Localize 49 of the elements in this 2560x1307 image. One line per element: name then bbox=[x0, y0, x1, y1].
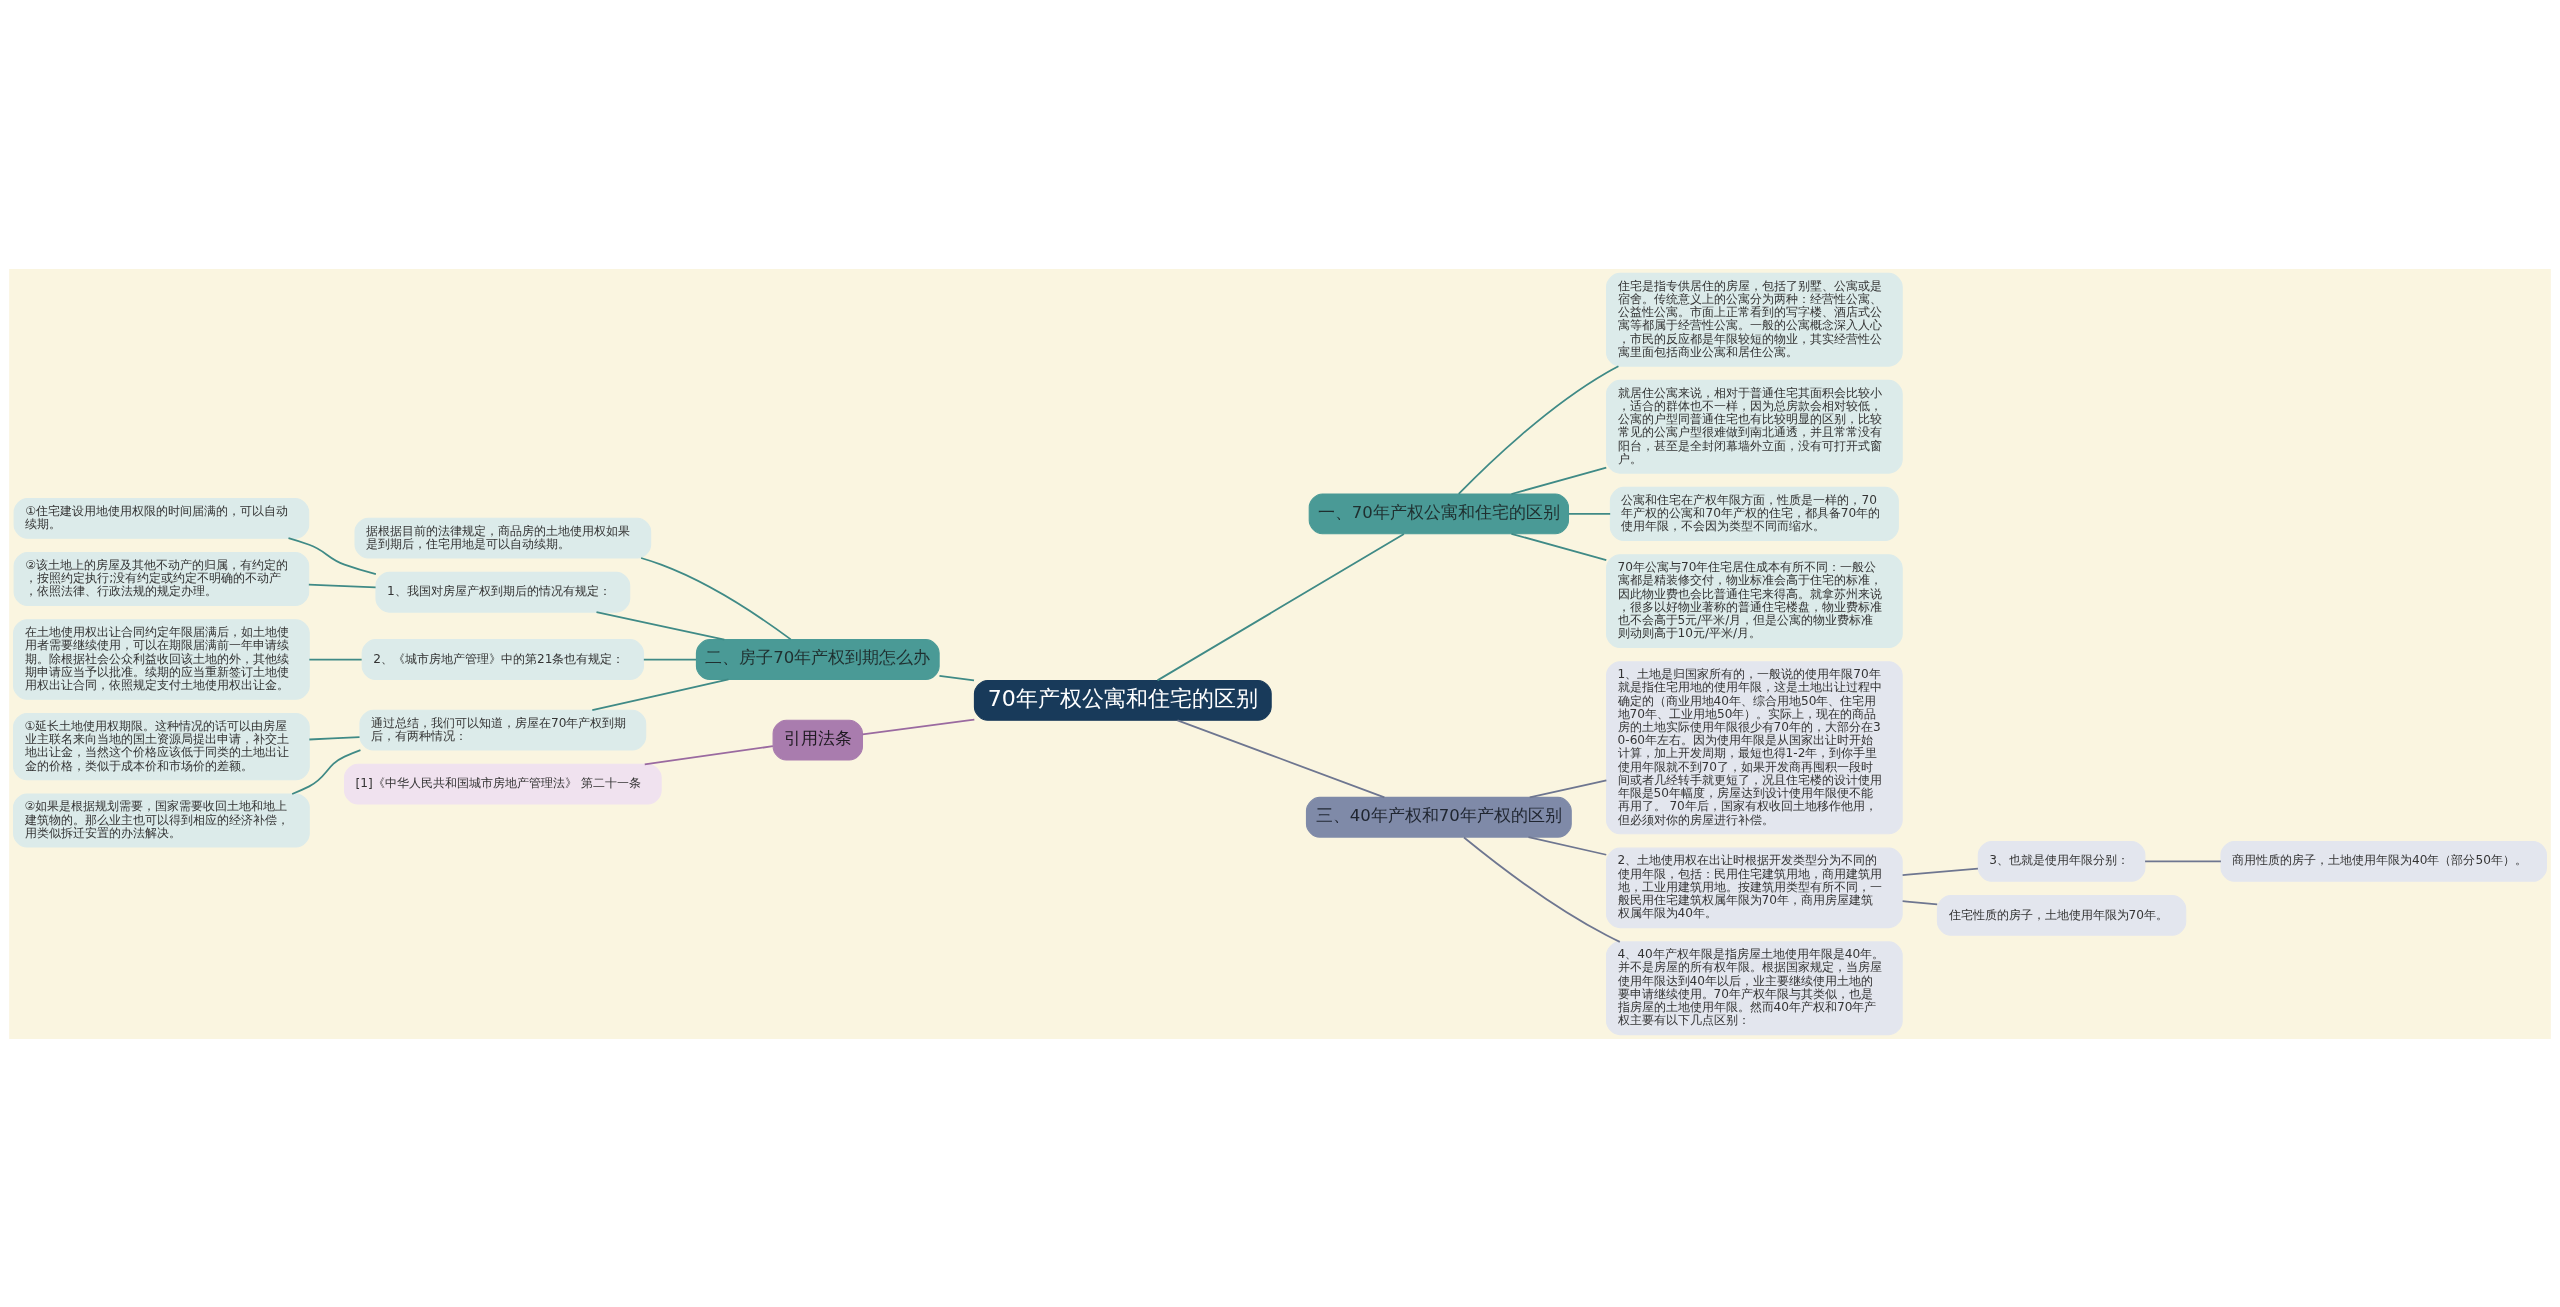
node-box: 三、40年产权和70年产权的区别 bbox=[1305, 796, 1572, 838]
node-box: 引用法条 bbox=[772, 719, 863, 760]
connector bbox=[642, 658, 697, 660]
connector bbox=[1527, 835, 1608, 856]
connector bbox=[1901, 899, 1939, 905]
node-box: 公寓和住宅在产权年限方面，性质是一样的，70年产权的公寓和70年产权的住宅，都具备70年的使用年限，不会因为类型不同而缩水。 bbox=[1609, 486, 1899, 541]
node-box: 就居住公寓来说，相对于普通住宅其面积会比较小，适合的群体也不一样，因为总房款会相对较低，公寓的户型同普通住宅也有比较明显的区别，比较常见的公寓户型很难做到南北通透，并且常常没有阳台，甚至是全封闭幕墙外立面，没有可打开式窗户。 bbox=[1606, 379, 1903, 474]
connector bbox=[938, 674, 975, 681]
connector bbox=[1156, 532, 1405, 681]
node-box: ②该土地上的房屋及其他不动产的归属，有约定的，按照约定执行;没有约定或约定不明确的不动产，依照法律、行政法规的规定办理。 bbox=[13, 551, 310, 606]
connector bbox=[1463, 836, 1621, 943]
node-box: 据根据目前的法律规定，商品房的土地使用权如果是到期后，住宅用地是可以自动续期。 bbox=[354, 517, 652, 559]
node-box: 2、《城市房地产管理》中的第21条也有规定： bbox=[361, 638, 645, 680]
node-box: 住宅性质的房子，土地使用年限为70年。 bbox=[1936, 894, 2187, 936]
connector bbox=[1567, 512, 1612, 515]
node-box: 1、我国对房屋产权到期后的情况有规定： bbox=[375, 571, 631, 613]
node-box: ①住宅建设用地使用权限的时间届满的，可以自动续期。 bbox=[13, 497, 310, 539]
connector bbox=[287, 536, 377, 575]
node-box: [1]《中华人民共和国城市房地产管理法》 第二十一条 bbox=[343, 763, 662, 805]
node-box: 1、土地是归国家所有的，一般说的使用年限70年就是指住宅用地的使用年限，这是土地出让过程中确定的（商业用地40年、综合用地50年、住宅用地70年、工业用地50年）。实际上，现在的商品房的土地实际使用年限很少有70年的，大部分在30-60年左右。因为使用年限是从国家出让时开始计算，加上开发周期，最短也得1-2年，到你手里使用年限就不到70了，如果开发商再囤积一段时间或者几经转手就更短了，况且住宅楼的设计使用年限是50年幅度，房屋达到设计使用年限便不能再用了。 70年后，国家有权收回土地移作他用，但必须对你的房屋进行补偿。 bbox=[1606, 660, 1903, 834]
connector bbox=[2144, 860, 2222, 862]
connector bbox=[291, 748, 362, 795]
node-box: 在土地使用权出让合同约定年限届满后，如土地使用者需要继续使用，可以在期限届满前一年申请续期。除根据社会公众利益收回该土地的外，其他续期申请应当予以批准。续期的应当重新签订土地使用权出让合同，依照规定支付土地使用权出让金。 bbox=[13, 618, 310, 700]
connector bbox=[591, 678, 730, 711]
connector bbox=[1510, 532, 1608, 561]
node-box: 3、也就是使用年限分别： bbox=[1977, 840, 2146, 882]
connector bbox=[1510, 466, 1608, 495]
connector bbox=[307, 583, 377, 588]
connector bbox=[595, 610, 726, 641]
node-box: 一、70年产权公寓和住宅的区别 bbox=[1308, 493, 1569, 534]
node-box: 住宅是指专供居住的房屋，包括了别墅、公寓或是宿舍。传统意义上的公寓分为两种：经营性公寓、公益性公寓。市面上正常看到的写字楼、酒店式公寓等都属于经营性公寓。一般的公寓概念深入人心，市民的反应都是年限较短的物业，其实经营性公寓里面包括商业公寓和居住公寓。 bbox=[1606, 272, 1903, 367]
node-box: 2、土地使用权在出让时根据开发类型分为不同的使用年限，包括：民用住宅建筑用地，商用建筑用地，工业用建筑用地。按建筑用类型有所不同，一般民用住宅建筑权属年限为70年，商用房屋建筑权属年限为40年。 bbox=[1606, 847, 1903, 928]
connector bbox=[640, 556, 792, 640]
node-box: 通过总结，我们可以知道，房屋在70年产权到期后，有两种情况： bbox=[359, 709, 647, 750]
connector bbox=[1457, 364, 1620, 495]
node-box: 商用性质的房子，土地使用年限为40年（部分50年）。 bbox=[2220, 840, 2547, 882]
connector bbox=[308, 735, 361, 740]
connector bbox=[861, 718, 976, 735]
connector bbox=[1901, 867, 1979, 876]
node-box: 4、40年产权年限是指房屋土地使用年限是40年。并不是房屋的所有权年限。根据国家规定，当房屋使用年限达到40年以后，业主要继续使用土地的要申请继续使用。70年产权年限与其类似，也是指房屋的土地使用年限。然而40年产权和70年产权主要有以下几点区别： bbox=[1606, 940, 1903, 1035]
node-box: 70年公寓与70年住宅居住成本有所不同：一般公寓都是精装修交付，物业标准会高于住宅的标准，因此物业费也会比普通住宅来得高。就拿苏州来说，很多以好物业著称的普通住宅楼盘，物业费标准也不会高于5元/平米/月，但是公寓的物业费标准则动则高于10元/平米/月。 bbox=[1606, 553, 1903, 648]
node-box: ①延长土地使用权期限。这种情况的话可以由房屋业主联名来向当地的国土资源局提出申请，补交土地出让金，当然这个价格应该低于同类的土地出让金的价格，类似于成本价和市场价的差额。 bbox=[13, 712, 310, 780]
node-box: ②如果是根据规划需要，国家需要收回土地和地上建筑物的。那么业主也可以得到相应的经济补偿，用类似拆迁安置的办法解决。 bbox=[13, 793, 310, 848]
node-box: 二、房子70年产权到期怎么办 bbox=[695, 638, 940, 680]
connector bbox=[1528, 778, 1608, 798]
node-box: 70年产权公寓和住宅的区别 bbox=[973, 679, 1272, 721]
connector bbox=[1176, 718, 1386, 798]
connector bbox=[643, 744, 774, 765]
connector bbox=[308, 658, 363, 660]
